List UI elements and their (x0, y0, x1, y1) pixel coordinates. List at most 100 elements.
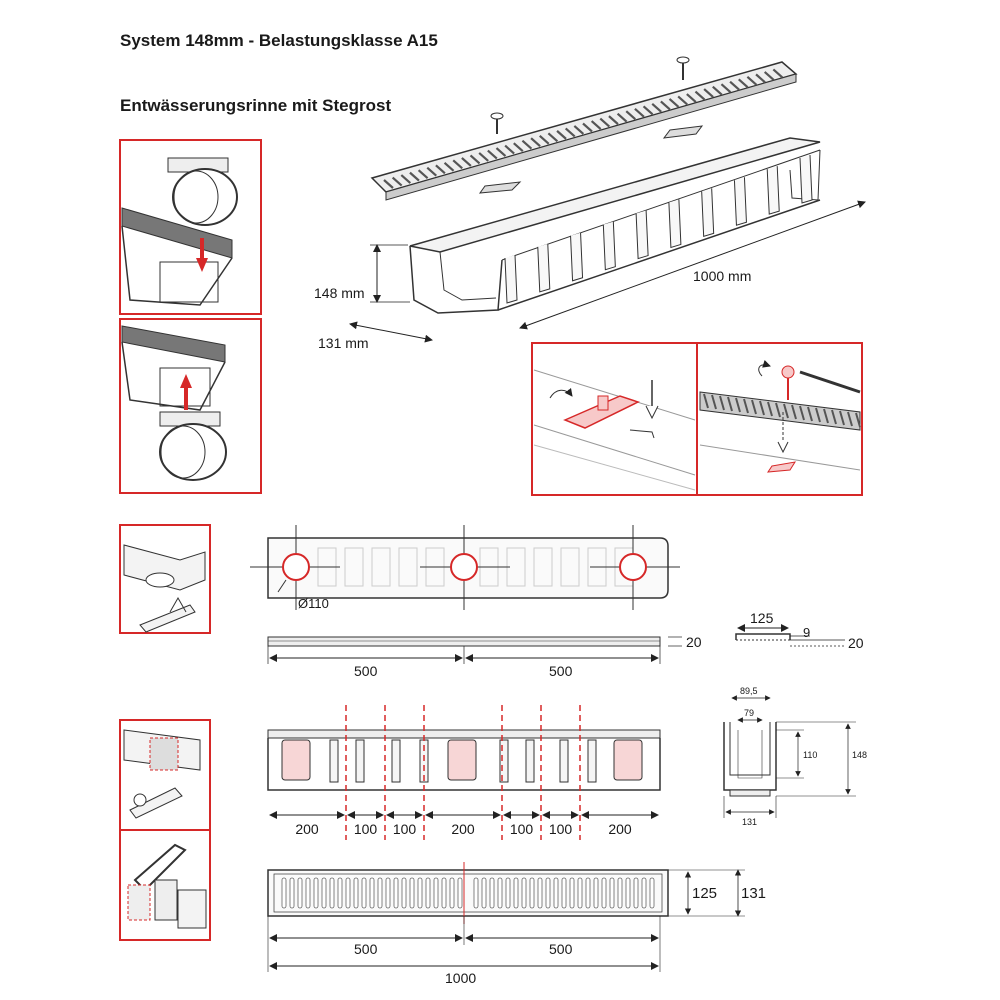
grate-slot (495, 147, 507, 157)
grate-top-total-label: 1000 (445, 970, 476, 986)
cross-top-inner-label: 79 (744, 708, 754, 718)
grate-slot (743, 398, 749, 414)
channel-rib (701, 188, 715, 237)
grate-top-left-label: 500 (354, 941, 378, 957)
side-left-label: 500 (354, 663, 378, 679)
grate-slot (561, 877, 567, 909)
grate-slot (433, 877, 439, 909)
segment-label: 100 (393, 821, 417, 837)
grate-slot (573, 125, 585, 135)
grate-slot (772, 68, 784, 79)
grate-slot (751, 399, 757, 415)
side-right-label: 500 (549, 663, 573, 679)
grate-slot (281, 877, 287, 909)
cross-top-outer-label: 89,5 (740, 686, 758, 696)
grate-top-inner-width-label: 125 (692, 885, 717, 902)
grate-slot (738, 78, 749, 89)
grate-slot (686, 93, 697, 103)
grate-slot (601, 877, 607, 909)
segment-label: 100 (549, 821, 573, 837)
iso-height-label: 148 mm (314, 285, 365, 301)
grate-slot (831, 409, 837, 425)
grate-slot (616, 112, 628, 123)
channel-rib (799, 154, 813, 204)
grate-slot (313, 877, 319, 909)
grate-slot (703, 393, 709, 409)
grate-slot (556, 130, 567, 140)
grate-slot (711, 394, 717, 410)
segment-label: 100 (354, 821, 378, 837)
cross-inner-height-label: 110 (803, 750, 817, 760)
grate-slot (461, 157, 472, 167)
grate-slot (617, 877, 623, 909)
grate-top-right-label: 500 (549, 941, 573, 957)
grate-slot (677, 95, 688, 106)
grate-slot (369, 877, 375, 909)
grate-slot (569, 877, 575, 909)
grate-slot (452, 159, 463, 170)
grate-slot (489, 877, 495, 909)
grate-slot (651, 103, 662, 113)
grate-slot (393, 877, 399, 909)
grate-slot (441, 877, 447, 909)
grate-slot (807, 406, 813, 422)
grate-slot (505, 877, 511, 909)
grate-slot (599, 117, 611, 128)
grate-slot (799, 405, 805, 421)
grate-slot (660, 100, 671, 111)
detail-panel-pipe-connection (119, 524, 211, 634)
grate-slot (735, 397, 741, 413)
grate-slot (385, 877, 391, 909)
grate-slot (755, 73, 766, 84)
grate-slot (497, 877, 503, 909)
grate-slot (504, 144, 515, 155)
grate-slot (469, 154, 481, 165)
segment-label: 200 (608, 821, 632, 837)
detail-panel-grate-lock (119, 829, 211, 941)
grate-slot (775, 402, 781, 418)
channel-rib (602, 221, 616, 271)
cross-total-height-label: 148 (852, 750, 867, 760)
grate-slot (609, 877, 615, 909)
grate-slot (815, 407, 821, 423)
side-height-label: 20 (686, 634, 702, 650)
grate-slot (553, 877, 559, 909)
grate-slot (783, 403, 789, 419)
grate-slot (361, 877, 367, 909)
grate-slot (759, 400, 765, 416)
grate-slot (719, 395, 725, 411)
grate-slot (487, 149, 498, 160)
grate-slot (855, 412, 861, 428)
grate-slot (539, 134, 550, 145)
segment-label: 200 (295, 821, 319, 837)
grate-slot (823, 408, 829, 424)
page-subtitle: Entwässerungsrinne mit Stegrost (120, 96, 392, 115)
grate-slot (426, 166, 437, 177)
grate-slot (401, 877, 407, 909)
detail-panel-screw-mount (696, 342, 863, 496)
grate-slot (767, 401, 773, 417)
grate-slot (425, 877, 431, 909)
grate-slot (839, 410, 845, 426)
grate-slot (345, 877, 351, 909)
iso-grate (370, 56, 798, 201)
grate-slot (625, 877, 631, 909)
grate-slot (353, 877, 359, 909)
detail-panel-cut-section (119, 719, 211, 831)
grate-slot (478, 152, 489, 162)
grate-slot (649, 877, 655, 909)
page-title: System 148mm - Belastungsklasse A15 (120, 31, 438, 50)
grate-slot (694, 90, 706, 101)
grate-width-label: 125 (750, 610, 774, 626)
grate-slot (625, 110, 636, 121)
top-grid-cell (344, 547, 364, 587)
detail-panel-endcap-outlet (119, 318, 262, 494)
top-grid-cell (398, 547, 418, 587)
grate-slot (847, 411, 853, 427)
grate-slot (720, 83, 732, 94)
top-grid-cell (533, 547, 553, 587)
grate-slot (634, 107, 645, 118)
grate-slot (417, 877, 423, 909)
grate-slot (377, 877, 383, 909)
